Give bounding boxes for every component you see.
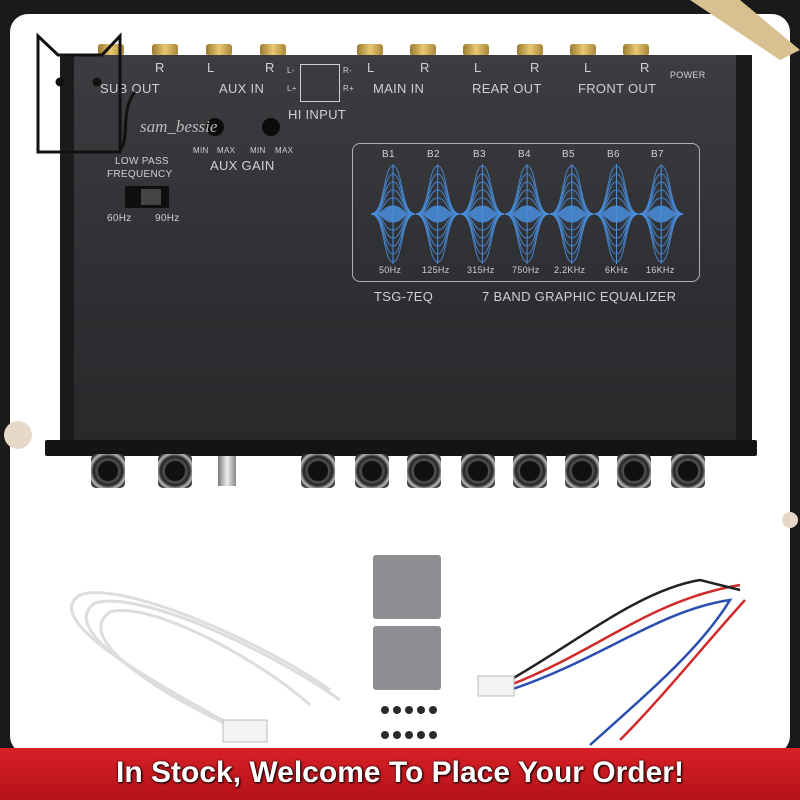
aux-in-label: AUX IN	[219, 81, 265, 96]
eq-knob	[513, 454, 547, 488]
eq-band-curve	[639, 164, 684, 264]
hi-input-connector	[300, 64, 340, 102]
banner-text: In Stock, Welcome To Place Your Order!	[116, 756, 684, 789]
main-in-label: MAIN IN	[373, 81, 425, 96]
power-label: POWER	[670, 70, 706, 80]
rca-jack	[570, 44, 596, 56]
eq-graphic-panel	[352, 143, 700, 282]
freq-label: 125Hz	[422, 265, 450, 275]
rca-jack	[152, 44, 178, 56]
cable-connector	[222, 719, 268, 743]
decor-pearl	[4, 421, 32, 449]
power-wires	[509, 578, 746, 746]
decor-ribbon	[690, 0, 800, 60]
eq-band-curve	[370, 164, 416, 264]
eq-title-label: 7 BAND GRAPHIC EQUALIZER	[482, 289, 677, 304]
channel-label: R	[640, 60, 650, 75]
white-cables	[70, 591, 341, 737]
aux-gain-label: AUX GAIN	[210, 158, 275, 173]
rca-jack	[260, 44, 286, 56]
min-label: MIN	[250, 146, 266, 155]
model-label: TSG-7EQ	[374, 289, 434, 304]
eq-knob	[355, 454, 389, 488]
eq-band-curve	[504, 164, 550, 264]
rear-out-label: REAR OUT	[472, 81, 542, 96]
channel-label: R	[265, 60, 275, 75]
eq-knob	[407, 454, 441, 488]
mounting-bracket	[373, 626, 441, 690]
min-label: MIN	[193, 146, 209, 155]
pin-label: L+	[287, 84, 297, 93]
sub-out-label: SUB OUT	[100, 81, 160, 96]
channel-label: L	[474, 60, 482, 75]
rca-jack	[357, 44, 383, 56]
eq-knob	[565, 454, 599, 488]
rca-jack	[410, 44, 436, 56]
channel-label: R	[155, 60, 165, 75]
power-led	[218, 456, 236, 486]
rca-jack	[463, 44, 489, 56]
eq-knob	[671, 454, 705, 488]
lp-option-60: 60Hz	[107, 213, 132, 224]
eq-band-curve	[594, 164, 639, 264]
frequency-label: FREQUENCY	[107, 169, 173, 180]
device-top-panel	[60, 55, 752, 445]
channel-label: L	[584, 60, 592, 75]
screws	[381, 706, 437, 739]
device-front-panel	[45, 440, 757, 456]
decor-pearl	[782, 512, 798, 528]
lp-option-90: 90Hz	[155, 213, 180, 224]
band-label: B3	[473, 149, 486, 160]
accessories-and-logo: sam_bessie	[4, 0, 800, 746]
channel-label: R	[420, 60, 430, 75]
eq-band-curve	[460, 164, 505, 264]
promo-banner: In Stock, Welcome To Place Your Order!	[0, 748, 800, 800]
freq-label: 2.2KHz	[554, 265, 586, 275]
band-label: B2	[427, 149, 440, 160]
band-label: B1	[382, 149, 395, 160]
front-knob	[158, 454, 192, 488]
pin-label: R+	[343, 84, 355, 93]
freq-label: 16KHz	[646, 265, 675, 275]
pin-label: L-	[287, 66, 295, 75]
low-pass-label: LOW PASS	[115, 156, 169, 167]
front-out-label: FRONT OUT	[578, 81, 657, 96]
rca-jack	[517, 44, 543, 56]
band-label: B7	[651, 149, 664, 160]
rca-jack	[623, 44, 649, 56]
eq-knob	[461, 454, 495, 488]
band-label: B6	[607, 149, 620, 160]
channel-label: L	[207, 60, 215, 75]
band-label: B4	[518, 149, 531, 160]
band-label: B5	[562, 149, 575, 160]
freq-label: 750Hz	[512, 265, 540, 275]
rca-jack	[206, 44, 232, 56]
eq-knob	[617, 454, 651, 488]
freq-label: 6KHz	[605, 265, 629, 275]
wire-connector	[477, 675, 515, 697]
eq-curves	[370, 164, 684, 264]
channel-label: L	[367, 60, 375, 75]
cat-logo-icon	[36, 32, 137, 154]
mounting-bracket	[373, 555, 441, 619]
low-pass-switch	[125, 186, 169, 208]
eq-band-curve	[549, 164, 594, 264]
aux-gain-knob-left	[206, 118, 224, 136]
watermark: sam_bessie	[140, 117, 218, 136]
max-label: MAX	[217, 146, 236, 155]
hi-input-label: HI INPUT	[288, 107, 347, 122]
freq-label: 315Hz	[467, 265, 495, 275]
channel-label: R	[530, 60, 540, 75]
max-label: MAX	[275, 146, 294, 155]
eq-knob	[301, 454, 335, 488]
front-knob	[91, 454, 125, 488]
pin-label: R-	[343, 66, 353, 75]
freq-label: 50Hz	[379, 265, 402, 275]
aux-gain-knob	[262, 118, 280, 136]
